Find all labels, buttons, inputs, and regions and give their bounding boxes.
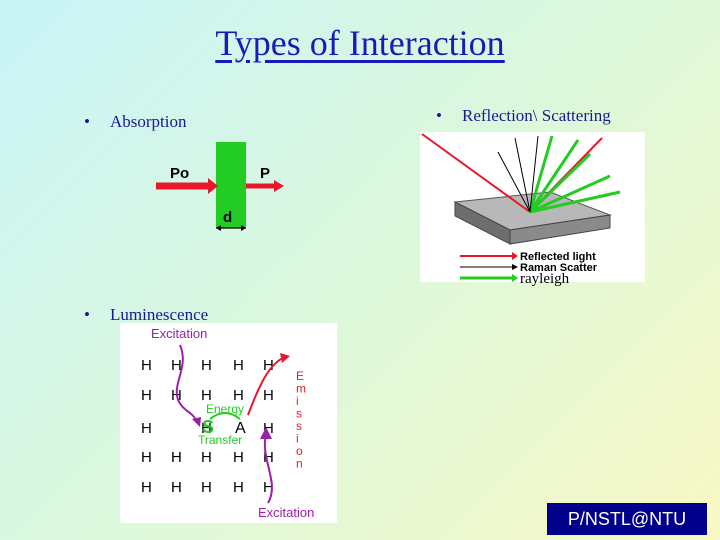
emission-letter: s	[296, 407, 302, 421]
legend-arrowhead	[512, 264, 518, 270]
surface-front	[509, 214, 611, 245]
emission-arrowhead	[280, 353, 290, 363]
emission-letter: i	[296, 394, 299, 408]
absorption-sample	[216, 142, 246, 228]
legend-rayleigh: rayleigh	[520, 271, 570, 287]
d-label: d	[223, 209, 232, 226]
excitation-arrow-bottom	[263, 434, 273, 504]
legend-arrowhead	[512, 252, 518, 260]
incident-arrowhead	[208, 178, 218, 194]
h-atom: H	[141, 449, 152, 466]
emission-letter: s	[296, 419, 302, 433]
scatter-ray-thin	[497, 151, 531, 213]
h-atom: H	[141, 420, 152, 437]
scatter-ray	[528, 152, 592, 214]
slide-title: Types of Interaction	[215, 23, 505, 63]
excitation-top-label: Excitation	[151, 326, 207, 341]
thickness-arrow-left	[216, 225, 221, 231]
bullet-absorption: • Absorption	[84, 112, 187, 132]
h-atom: H	[201, 420, 212, 437]
energy-label: Energy	[206, 402, 244, 416]
bullet-reflection: • Reflection\ Scattering	[436, 106, 611, 126]
thickness-arrow-right	[241, 225, 246, 231]
p0-label: Po	[170, 165, 189, 182]
legend-reflected: Reflected light	[520, 251, 596, 263]
h-atom: H	[233, 479, 244, 496]
transmitted-arrowhead	[274, 180, 284, 192]
emission-letter: o	[296, 444, 303, 458]
footer-badge: P/NSTL@NTU	[547, 503, 707, 535]
h-atom: H	[171, 357, 182, 374]
scatter-ray-thin	[529, 135, 539, 213]
h-atom: H	[141, 357, 152, 374]
h-atom: H	[171, 479, 182, 496]
bullet-dot: •	[84, 112, 90, 131]
h-atom: H	[201, 387, 212, 404]
absorption-diagram: Po P d	[156, 142, 284, 231]
h-atom: H	[141, 479, 152, 496]
scatter-ray-thin	[514, 137, 531, 213]
h-atom: H	[263, 387, 274, 404]
emission-letter: m	[296, 382, 306, 396]
excitation-arrowhead-top	[192, 417, 201, 427]
h-atom: H	[233, 387, 244, 404]
bullet-luminescence: • Luminescence	[84, 305, 208, 325]
reflection-scattering-diagram: Reflected light Raman Scatter	[420, 132, 645, 282]
scatter-ray	[528, 135, 554, 213]
p-label: P	[260, 165, 270, 182]
emission-letter: E	[296, 369, 304, 383]
scatter-ray	[529, 174, 611, 214]
excitation-bottom-label: Excitation	[258, 505, 314, 520]
h-atom: H	[201, 449, 212, 466]
bullet-dot: •	[84, 305, 90, 324]
h-atom: H	[263, 420, 274, 437]
a-label: A	[235, 420, 246, 437]
legend-raman: Raman Scatter	[520, 262, 598, 274]
h-atom: H	[201, 479, 212, 496]
transfer-label: Transfer	[198, 433, 242, 447]
h-atom: H	[263, 449, 274, 466]
energy-transfer-arrow	[209, 412, 241, 420]
h-atom: H	[233, 357, 244, 374]
scatter-ray	[529, 190, 621, 214]
h-atom: H	[171, 449, 182, 466]
scatter-ray	[528, 139, 580, 213]
absorption-label: Absorption	[110, 112, 187, 131]
h-atom: H	[263, 357, 274, 374]
bullet-dot: •	[436, 106, 442, 125]
excitation-arrowhead-bottom	[260, 427, 272, 439]
legend-arrowhead	[512, 274, 518, 282]
emission-letter: i	[296, 432, 299, 446]
h-atom: H	[233, 449, 244, 466]
h-atom: H	[201, 357, 212, 374]
emission-arrow	[247, 356, 286, 416]
incident-ray	[421, 133, 531, 213]
h-atom: H	[141, 387, 152, 404]
h-atom: H	[263, 479, 274, 496]
emission-letter: n	[296, 457, 303, 471]
s-label: S	[202, 417, 214, 437]
luminescence-label: Luminescence	[110, 305, 209, 324]
reflection-label: Reflection\ Scattering	[462, 106, 611, 125]
